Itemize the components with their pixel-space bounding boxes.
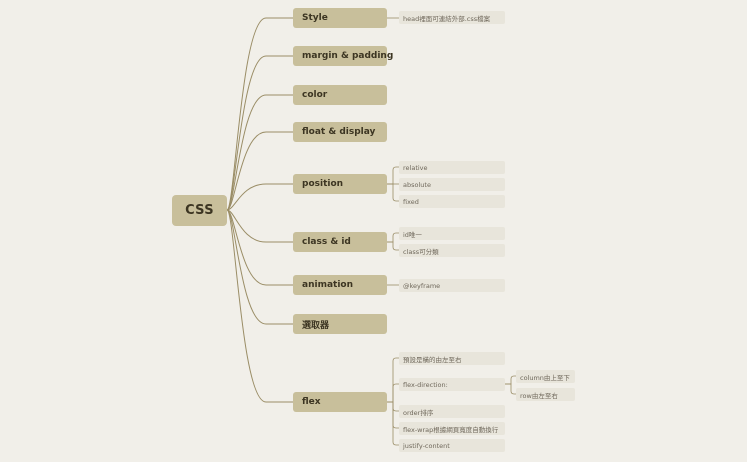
connector-root-to-branch bbox=[226, 131, 293, 211]
leaf-label: 預設是橫的由左至右 bbox=[403, 355, 462, 364]
branch-label: position bbox=[302, 179, 344, 189]
leaf-class-id-class-classify[interactable]: class可分類 bbox=[399, 244, 505, 257]
root-node-label: CSS bbox=[185, 203, 214, 218]
connector-flex-direction-to-option bbox=[505, 383, 516, 395]
leaf-class-id-id-unique[interactable]: id唯一 bbox=[399, 227, 505, 240]
leaf-label: id唯一 bbox=[403, 230, 422, 239]
leaf-flex-justify-content[interactable]: justify-content bbox=[399, 439, 505, 452]
root-node-css[interactable]: CSS bbox=[172, 195, 227, 226]
branch-style[interactable]: Style bbox=[293, 8, 387, 28]
leaf-label: relative bbox=[403, 163, 428, 172]
branch-position[interactable]: position bbox=[293, 174, 387, 194]
leaf-flex-order[interactable]: order排序 bbox=[399, 405, 505, 418]
branch-color[interactable]: color bbox=[293, 85, 387, 105]
connector-root-to-branch bbox=[226, 94, 293, 211]
branch-float-display[interactable]: float & display bbox=[293, 122, 387, 142]
leaf-style-head-link[interactable]: head裡面可連結外部.css檔案 bbox=[399, 11, 505, 24]
leaf-position-absolute[interactable]: absolute bbox=[399, 178, 505, 191]
branch-label: class & id bbox=[302, 237, 351, 247]
connector-position-to-leaf bbox=[387, 166, 399, 185]
leaf-label: justify-content bbox=[403, 441, 450, 450]
leaf-label: flex-wrap根據網頁寬度自動換行 bbox=[403, 425, 499, 434]
leaf-flex-default-horizontal[interactable]: 預設是橫的由左至右 bbox=[399, 352, 505, 365]
connector-flex-to-leaf bbox=[387, 357, 399, 403]
branch-label: 選取器 bbox=[302, 320, 330, 331]
connector-class-id-to-leaf bbox=[387, 241, 399, 251]
branch-flex[interactable]: flex bbox=[293, 392, 387, 412]
leaf-position-relative[interactable]: relative bbox=[399, 161, 505, 174]
connector-root-to-branch bbox=[226, 209, 293, 243]
leaf-flex-direction-row[interactable]: row由左至右 bbox=[516, 388, 575, 401]
connector-class-id-to-leaf bbox=[387, 232, 399, 243]
leaf-label: head裡面可連結外部.css檔案 bbox=[403, 14, 491, 23]
branch-label: animation bbox=[302, 280, 353, 290]
branch-label: Style bbox=[302, 13, 328, 23]
branch-label: float & display bbox=[302, 127, 376, 137]
connector-root-to-branch bbox=[226, 55, 293, 211]
branch-label: flex bbox=[302, 397, 321, 407]
branch-margin-padding[interactable]: margin & padding bbox=[293, 46, 393, 66]
leaf-flex-direction-column[interactable]: column由上至下 bbox=[516, 370, 575, 383]
leaf-label: absolute bbox=[403, 180, 431, 189]
leaf-label: flex-direction: bbox=[403, 380, 448, 389]
leaf-label: class可分類 bbox=[403, 247, 439, 256]
leaf-animation-keyframe[interactable]: @keyframe bbox=[399, 279, 505, 292]
leaf-label: column由上至下 bbox=[520, 373, 570, 382]
leaf-label: fixed bbox=[403, 197, 419, 206]
leaf-position-fixed[interactable]: fixed bbox=[399, 195, 505, 208]
connector-root-to-branch bbox=[226, 183, 293, 211]
connector-position-to-leaf bbox=[387, 183, 399, 202]
connector-root-to-branch bbox=[226, 209, 293, 403]
connector-root-to-branch bbox=[226, 209, 293, 325]
connector-flex-to-leaf bbox=[387, 383, 399, 403]
branch-label: margin & padding bbox=[302, 51, 394, 61]
branch-animation[interactable]: animation bbox=[293, 275, 387, 295]
leaf-flex-direction[interactable]: flex-direction: bbox=[399, 378, 505, 391]
branch-label: color bbox=[302, 90, 328, 100]
leaf-label: @keyframe bbox=[403, 281, 441, 290]
branch-class-id[interactable]: class & id bbox=[293, 232, 387, 252]
leaf-label: row由左至右 bbox=[520, 391, 558, 400]
connector-flex-direction-to-option bbox=[505, 375, 516, 385]
leaf-label: order排序 bbox=[403, 408, 434, 417]
leaf-flex-wrap[interactable]: flex-wrap根據網頁寬度自動換行 bbox=[399, 422, 505, 435]
branch-selector[interactable]: 選取器 bbox=[293, 314, 387, 334]
connector-flex-to-leaf bbox=[387, 401, 399, 446]
